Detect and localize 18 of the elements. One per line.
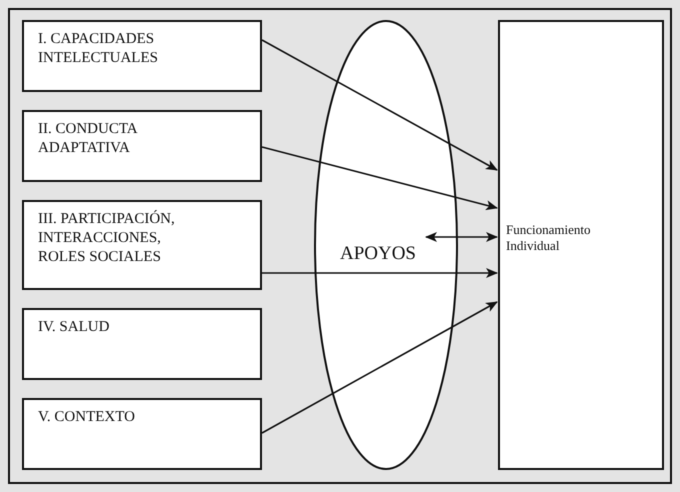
dimension-box (22, 110, 262, 182)
ellipse-label: APOYOS (332, 244, 424, 263)
dimension-box (22, 398, 262, 470)
box-label: Funcionamiento Individual (506, 222, 592, 254)
outcome-box (498, 20, 664, 470)
arrow (262, 39, 498, 171)
arrow (262, 301, 498, 434)
arrow (262, 146, 498, 210)
box-label: I. CAPACIDADES INTELECTUALES (38, 30, 159, 68)
dimension-box (22, 308, 262, 380)
box-label: V. CONTEXTO (38, 408, 136, 427)
box-label: III. PARTICIPACIÓN, INTERACCIONES, ROLES SOCIALES (38, 210, 176, 267)
box-label: II. CONDUCTA ADAPTATIVA (38, 120, 138, 158)
box-label: IV. SALUD (38, 318, 110, 337)
arrow (262, 268, 498, 278)
arrow (425, 232, 498, 242)
dimension-box (22, 200, 262, 290)
dimension-box (22, 20, 262, 92)
